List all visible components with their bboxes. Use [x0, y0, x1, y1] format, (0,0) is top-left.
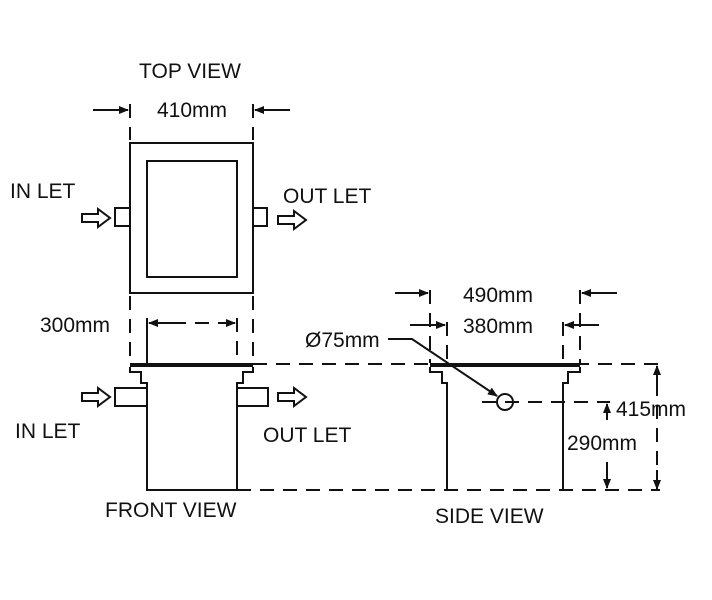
outlet-arrow-icon: [277, 386, 308, 408]
outlet-stub: [252, 207, 268, 227]
leader-line: [388, 338, 498, 397]
pipe-diameter-dimension: Ø75mm: [305, 329, 380, 352]
tank-outer-outline: [129, 142, 254, 294]
outlet-height-dimension: 290mm: [567, 432, 637, 455]
total-height-dimension: 415mm: [616, 398, 686, 421]
inlet-label: IN LET: [15, 420, 81, 443]
top-view-title: TOP VIEW: [139, 60, 241, 83]
inlet-label: IN LET: [10, 180, 76, 203]
inlet-stub: [114, 207, 131, 227]
outlet-label: OUT LET: [263, 424, 351, 447]
front-inner-width-dimension: 300mm: [40, 314, 110, 337]
lid: [430, 363, 580, 367]
lid: [130, 363, 253, 367]
outlet-label: OUT LET: [283, 185, 371, 208]
top-width-dimension: 410mm: [157, 99, 227, 122]
inlet-pipe: [114, 387, 147, 407]
side-inner-width-dimension: 380mm: [463, 315, 533, 338]
tank-inner-outline: [146, 160, 238, 278]
outlet-pipe: [237, 387, 269, 407]
front-view: 300mm IN LET OUT LET FRONT VIEW: [15, 296, 660, 522]
top-view: TOP VIEW 410mm IN LET OUT LET: [10, 60, 371, 294]
inlet-arrow-icon: [81, 207, 112, 229]
front-view-title: FRONT VIEW: [105, 499, 237, 522]
inlet-arrow-icon: [81, 386, 112, 408]
side-view-title: SIDE VIEW: [435, 505, 544, 528]
outlet-arrow-icon: [277, 209, 308, 231]
side-outer-width-dimension: 490mm: [463, 284, 533, 307]
side-view: 490mm 380mm Ø75mm 415mm 290mm SIDE VIEW: [305, 284, 686, 528]
